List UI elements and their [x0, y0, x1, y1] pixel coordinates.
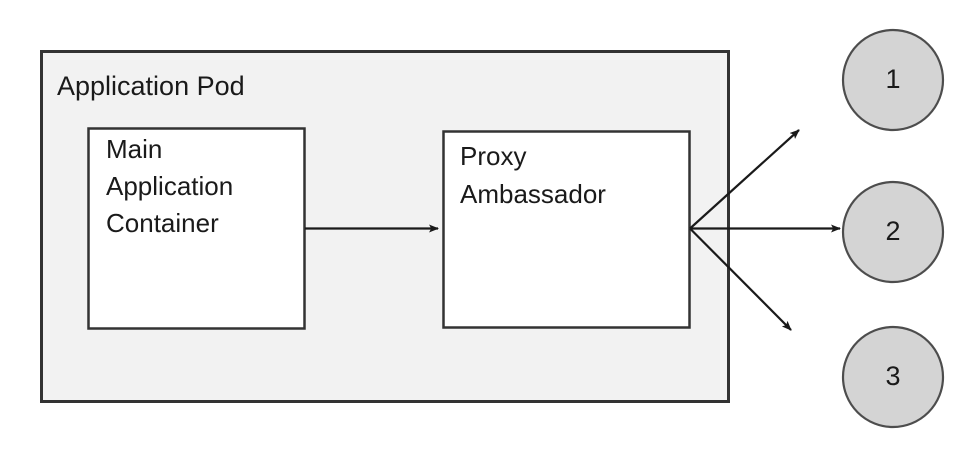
external-service-1-label: 1 [885, 64, 900, 94]
proxy-ambassador-line-2: Ambassador [460, 179, 606, 209]
main-application-container-line-3: Container [106, 208, 219, 238]
main-application-container-line-1: Main [106, 134, 162, 164]
application-pod-label: Application Pod [57, 71, 245, 101]
connector-proxy-to-service-1 [689, 129, 800, 230]
main-application-container-line-2: Application [106, 171, 233, 201]
external-service-2-label: 2 [885, 216, 900, 246]
external-service-3-label: 3 [885, 361, 900, 391]
external-service-3-circle[interactable] [841, 325, 945, 429]
external-service-1-circle[interactable] [841, 28, 945, 132]
proxy-ambassador-box[interactable] [442, 130, 691, 329]
main-application-container-box[interactable] [87, 127, 306, 330]
proxy-ambassador-line-1: Proxy [460, 141, 526, 171]
connector-proxy-to-service-3 [689, 227, 792, 331]
external-service-2-circle[interactable] [841, 180, 945, 284]
